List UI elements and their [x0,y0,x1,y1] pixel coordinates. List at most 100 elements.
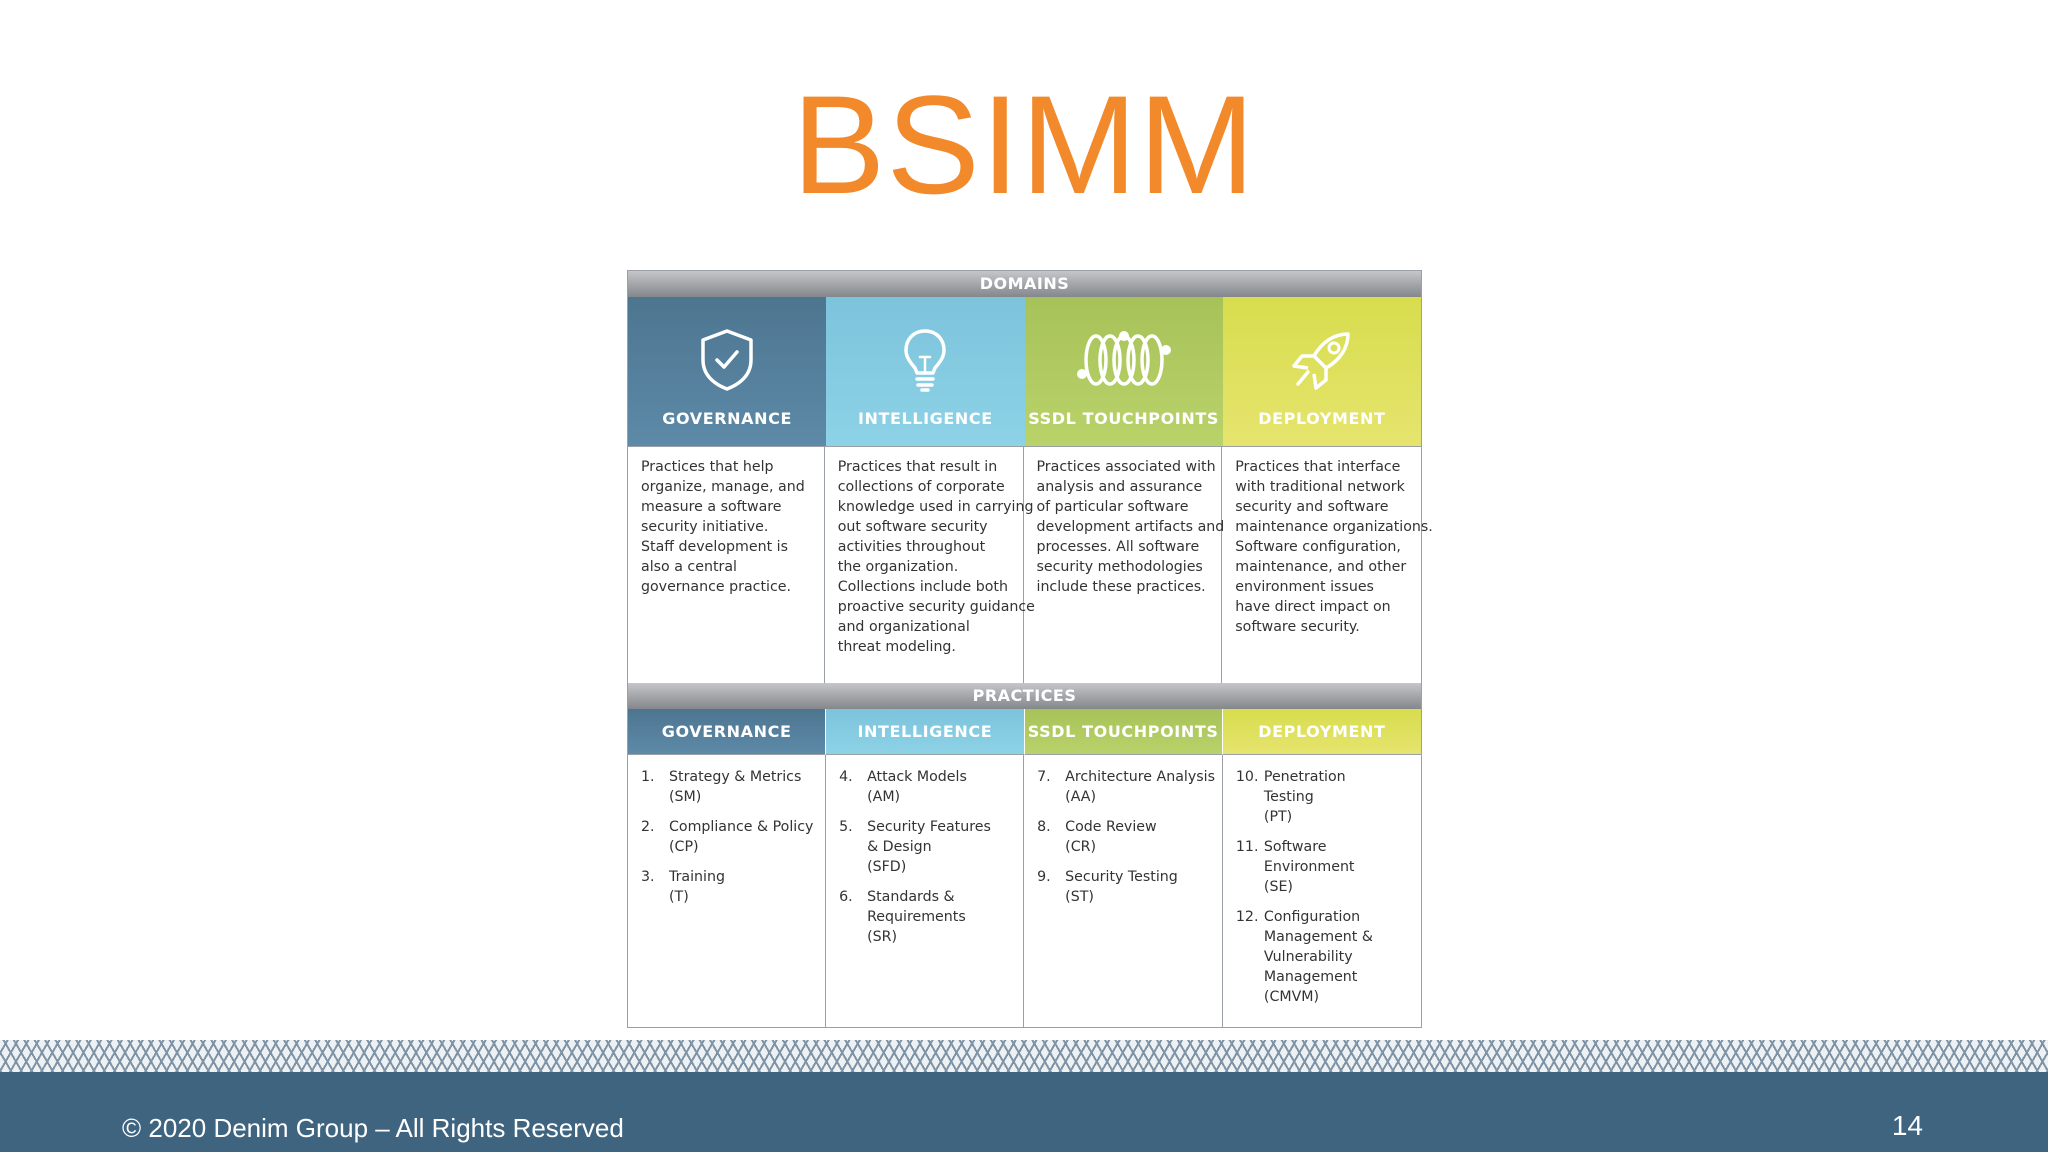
description-line: Practices that help [641,459,774,475]
description-line: processes. All software [1036,539,1200,555]
practice-line: (CR) [1065,839,1096,855]
practice-item: 1.Strategy & Metrics(SM) [641,767,817,807]
practice-item: 4.Attack Models(AM) [839,767,1015,807]
practice-text: Compliance & Policy (CP) [669,817,813,857]
practice-header-intelligence: INTELLIGENCE [826,709,1025,755]
practice-line: (SFD) [867,859,907,875]
domain-description-ssdl-touchpoints: Practices associated with analysis and as… [1024,447,1225,683]
description-line: environment issues [1235,579,1374,595]
description-line: have direct impact on [1235,599,1391,615]
description-line: of particular software [1036,499,1189,515]
domain-label: SSDL TOUCHPOINTS [1028,409,1219,428]
description-line: proactive security guidance [837,599,1035,615]
practice-label: GOVERNANCE [661,722,792,741]
bsimm-framework-figure: DOMAINS GOVERNANCE INTELLIGENCE [627,270,1433,1028]
description-text: Practices that help organize, manage, and… [628,447,824,597]
description-line: development artifacts and [1036,519,1225,535]
practice-label: DEPLOYMENT [1258,722,1386,741]
description-line: activities throughout [837,539,986,555]
domain-description-governance: Practices that help organize, manage, and… [628,447,825,683]
description-line: also a central [641,559,737,575]
description-line: with traditional network [1235,479,1405,495]
practice-item: 7.Architecture Analysis(AA) [1037,767,1215,807]
practice-line: (CP) [669,839,699,855]
practice-line: (T) [669,889,689,905]
practice-line: Attack Models [867,769,967,785]
practice-line: Security Features [867,819,991,835]
domains-band: DOMAINS [628,271,1421,297]
practice-list: 7.Architecture Analysis(AA) 8. Code Review… [1024,755,1222,907]
practice-item: 9. Security Testing (ST) [1037,867,1214,907]
practice-header-deployment: DEPLOYMENT [1222,709,1421,755]
description-line: measure a software [641,499,782,515]
description-line: knowledge used in carrying [837,499,1034,515]
practice-number: 7. [1037,769,1051,785]
description-line: the organization. [837,559,959,575]
description-line: software security. [1235,619,1360,635]
shield-check-icon [628,325,826,395]
practice-label: SSDL TOUCHPOINTS [1027,722,1219,741]
description-line: governance practice. [641,579,791,595]
domain-header-deployment: DEPLOYMENT [1222,297,1421,447]
practice-line: Management [1263,969,1358,985]
description-line: analysis and assurance [1036,479,1203,495]
practice-line: (PT) [1263,809,1293,825]
practice-line: & Design [867,839,932,855]
page-number: 14 [1891,1110,1923,1141]
footer-bar [0,1072,2048,1152]
practice-number: 11. [1235,839,1259,855]
practice-list-governance: 1.Strategy & Metrics(SM)2.Compliance & P… [628,755,827,1027]
description-line: Software configuration, [1235,539,1401,555]
practice-line: Code Review [1065,819,1157,835]
practice-list: 4.Attack Models(AM) 5. Security Features & … [826,755,1023,947]
coil-icon [1025,325,1223,395]
description-line: Collections include both [837,579,1008,595]
practice-header-row: GOVERNANCE INTELLIGENCE SSDL TOUCHPOINTS… [628,709,1421,755]
description-line: organize, manage, and [641,479,805,495]
domain-header-row: GOVERNANCE INTELLIGENCE [628,297,1421,447]
description-line: Practices that interface [1235,459,1401,475]
practice-item: 3.Training(T) [641,867,817,907]
practice-number: 10. [1235,769,1259,785]
practice-text: Standards & Requirements (SR) [867,887,966,947]
practice-line: (AA) [1065,789,1097,805]
practice-list: 1.Strategy & Metrics(SM)2.Compliance & P… [628,755,825,907]
practice-list-row: 1.Strategy & Metrics(SM)2.Compliance & P… [628,755,1421,1027]
practice-line: Security Testing [1065,869,1178,885]
rocket-icon [1223,325,1421,395]
practice-header-governance: GOVERNANCE [628,709,827,755]
practice-number: 8. [1037,819,1051,835]
domain-header-intelligence: INTELLIGENCE [826,297,1025,447]
description-line: security methodologies [1036,559,1203,575]
practice-line: Standards & [867,889,955,905]
practice-line: (SR) [867,929,898,945]
description-line: and organizational [837,619,970,635]
domain-label: DEPLOYMENT [1258,409,1386,428]
practice-line: Management & [1263,929,1373,945]
domain-header-ssdl-touchpoints: SSDL TOUCHPOINTS [1024,297,1223,447]
practice-label: INTELLIGENCE [857,722,993,741]
domain-description-deployment: Practices that interface with traditional… [1222,447,1433,683]
copyright-text: © 2020 Denim Group – All Rights Reserved [122,1113,624,1143]
practice-text: Training(T) [669,867,725,907]
description-line: Practices associated with [1036,459,1216,475]
description-text: Practices associated with analysis and as… [1024,447,1225,597]
domain-header-governance: GOVERNANCE [628,297,827,447]
practice-number: 5. [839,819,853,835]
practice-line: (ST) [1065,889,1094,905]
practice-line: Requirements [867,909,966,925]
practice-number: 6. [839,889,853,905]
footer-pattern-strip [0,1040,2048,1072]
practice-line: Compliance & Policy [669,819,814,835]
practice-line: Strategy & Metrics [669,769,802,785]
practice-number: 9. [1037,869,1051,885]
practice-header-ssdl-touchpoints: SSDL TOUCHPOINTS [1024,709,1223,755]
